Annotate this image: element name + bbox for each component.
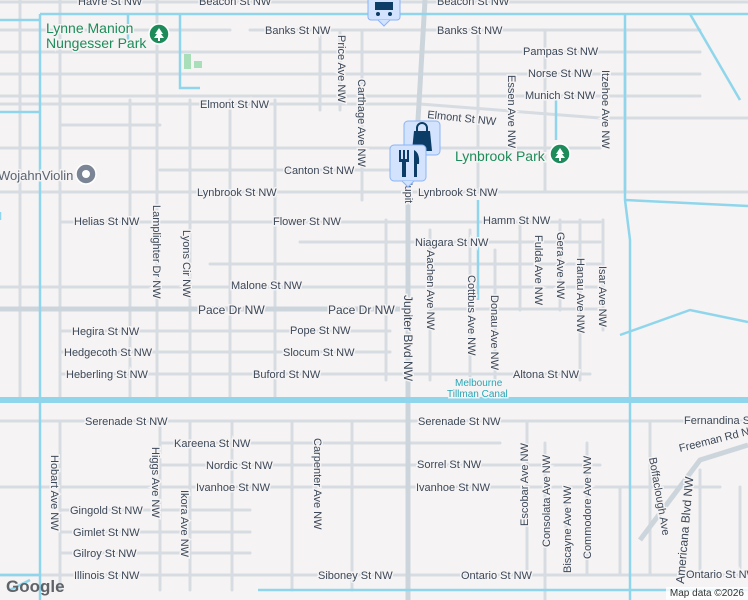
park-marker[interactable] (148, 23, 170, 45)
street-label: Donau Ave NW (488, 295, 500, 371)
shopping-cart-icon (375, 2, 393, 16)
poi-marker[interactable] (75, 163, 97, 185)
street-label: Biscayne Ave NW (562, 485, 574, 573)
canal-label: Melbourne (455, 378, 503, 389)
street-label: Gimlet St NW (73, 527, 140, 539)
street-label: Nordic St NW (206, 460, 273, 472)
street-label: Fulda Ave NW (532, 235, 544, 306)
street-label: Ontario St NW (686, 569, 748, 581)
street-label: Siboney St NW (318, 570, 393, 582)
street-label: Canton St NW (284, 165, 355, 177)
canal-label: Tillman Canal (447, 389, 508, 400)
street-label: Serenade St NW (85, 416, 168, 428)
street-label: Lamplighter Dr NW (150, 205, 162, 299)
street-label: Sorrel St NW (417, 459, 482, 471)
waterways (0, 12, 748, 600)
street-label: Higgs Ave NW (149, 447, 161, 518)
street-label: Lyons Cir NW (180, 230, 192, 298)
street-label: Cottbus Ave NW (465, 275, 477, 356)
street-label: Heberling St NW (66, 369, 149, 381)
street-label: Hegira St NW (72, 326, 140, 338)
map-attribution[interactable]: Map data ©2026 (665, 587, 748, 600)
waterway (623, 14, 632, 600)
street-label: Serenade St NW (418, 416, 501, 428)
street-label: Itzehoe Ave NW (599, 70, 611, 149)
street-label: Pace Dr NW (328, 303, 395, 317)
street-label: Niagara St NW (415, 237, 489, 249)
street-label: Jupit (402, 180, 414, 203)
street-label: Havre St NW (78, 0, 143, 8)
park-label: Nungesser Park (46, 35, 147, 51)
street-label: Illinois St NW (74, 570, 140, 582)
waterway (126, 14, 200, 90)
street-label: Lynbrook St NW (197, 187, 277, 199)
street-label: Hedgecoth St NW (64, 347, 153, 359)
street-label: Flower St NW (273, 216, 341, 228)
green-area (194, 61, 202, 68)
street-label: Gera Ave NW (554, 232, 566, 300)
street-label: Altona St NW (513, 369, 580, 381)
americana-blvd (638, 442, 748, 542)
street-label: Jupiter Blvd NW (401, 295, 415, 382)
street-label: Buford St NW (253, 369, 321, 381)
street-label: Kareena St NW (174, 438, 251, 450)
poi-icon (82, 170, 90, 178)
street-label: Beacon St NW (199, 0, 272, 8)
green-area (184, 54, 191, 69)
street-label: Lynbrook St NW (418, 187, 498, 199)
street-label: Elmont St NW (200, 99, 270, 111)
street-label: Hanau Ave NW (574, 258, 586, 334)
street-label: Banks St NW (265, 25, 331, 37)
street-label: Escobar Ave NW (519, 442, 531, 526)
street-label: Gingold St NW (70, 505, 143, 517)
street-label: Fernandina St (684, 415, 748, 427)
street-label: Norse St NW (528, 68, 593, 80)
street-label: Pope St NW (290, 325, 351, 337)
street-label: Hobart Ave NW (48, 455, 60, 531)
street-label: Commodore Ave NW (582, 455, 594, 559)
street (0, 102, 748, 120)
street-label: Beacon St NW (437, 0, 510, 8)
street-labels: Havre St NW Beacon St NW Beacon St NW Ba… (47, 0, 748, 586)
street-label: Helias St NW (74, 216, 140, 228)
street-label: Carpenter Ave NW (311, 438, 323, 530)
street-label: Ikora Ave NW (178, 490, 190, 558)
park-icon (555, 148, 565, 161)
street-label: Pampas St NW (523, 46, 599, 58)
street-label: Munich St NW (525, 90, 596, 102)
park-label: Lynbrook Park (455, 148, 546, 164)
street-label: Slocum St NW (283, 347, 355, 359)
street-label: Gilroy St NW (73, 548, 137, 560)
park-label: Lynne Manion (46, 20, 133, 36)
street-label: Isar Ave NW (596, 266, 608, 328)
street-label: Ontario St NW (461, 570, 533, 582)
street-label: Pace Dr NW (198, 303, 265, 317)
restaurant-marker[interactable] (389, 144, 427, 188)
park-icon (154, 28, 164, 41)
waterway (619, 308, 748, 337)
street-label: Aachen Ave NW (424, 250, 436, 331)
street-label: Carthage Ave NW (355, 79, 367, 167)
street-label: Hamm St NW (483, 215, 551, 227)
street-label: Ivanhoe St NW (196, 482, 271, 494)
waterway (9, 578, 31, 592)
street-label: Price Ave NW (335, 35, 347, 103)
poi-label: WojahnViolin (0, 168, 73, 183)
waterway (624, 198, 748, 208)
shopping-cart-marker[interactable] (367, 0, 401, 27)
street-label: Ivanhoe St NW (416, 482, 491, 494)
park-marker[interactable] (549, 143, 571, 165)
waterway (688, 13, 742, 101)
street-label: Banks St NW (437, 25, 503, 37)
place-labels: Lynne Manion Nungesser Park Lynbrook Par… (0, 19, 547, 402)
street-label: Malone St NW (231, 280, 303, 292)
google-logo: Google (6, 577, 65, 596)
street-label: Essen Ave NW (505, 75, 517, 149)
restaurant-icon (399, 150, 420, 177)
street-label: Consolata Ave NW (541, 454, 553, 547)
